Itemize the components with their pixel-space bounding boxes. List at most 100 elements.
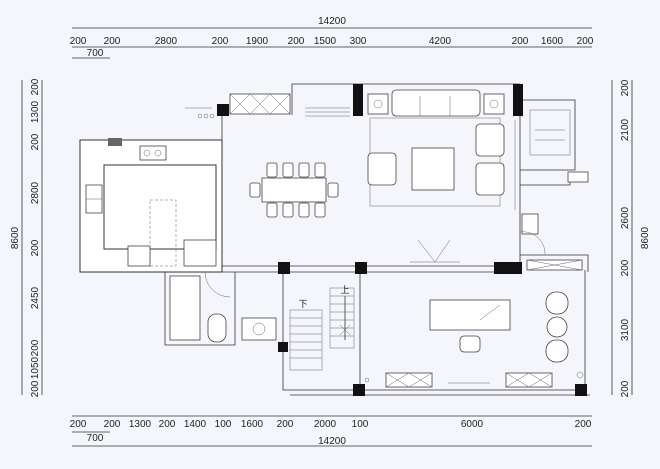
right-ledge <box>520 175 571 186</box>
chair-icon <box>298 202 310 218</box>
column <box>278 342 288 352</box>
column <box>513 84 523 116</box>
bottom-dim-2: 200 <box>104 419 121 430</box>
left-dim-9: 200 <box>30 380 41 397</box>
living-inner-line <box>221 265 520 272</box>
top-dim-7: 1500 <box>314 36 337 47</box>
chair-icon <box>314 162 326 178</box>
bottom-dim-3: 1300 <box>129 419 152 430</box>
cooktop-icon <box>139 145 167 161</box>
bottom-dim-1: 200 <box>70 419 87 430</box>
bottom-dim-5: 1400 <box>184 419 207 430</box>
toilet-icon <box>521 213 539 235</box>
study <box>364 259 584 388</box>
coffee-table-icon <box>411 147 455 191</box>
right-dim-5: 3100 <box>620 318 631 341</box>
left-dim-7: 200 <box>30 339 41 356</box>
island-outline <box>149 199 177 267</box>
right-dim-2: 2100 <box>620 118 631 141</box>
left-dim-5: 200 <box>30 239 41 256</box>
stair-up-label: 上 <box>340 285 349 295</box>
desk-chair-icon <box>459 335 481 353</box>
top-dim-9: 4200 <box>429 36 452 47</box>
chair-icon <box>282 162 294 178</box>
desk-icon <box>429 299 511 331</box>
walls <box>79 83 590 396</box>
dining <box>249 162 339 218</box>
top-dim-12: 200 <box>577 36 594 47</box>
armchair-icon <box>545 339 569 363</box>
column <box>494 262 522 274</box>
chair-icon <box>266 162 278 178</box>
living-boundary <box>221 83 521 273</box>
top-total-dimension: 14200 <box>318 16 346 27</box>
right-dim-6: 200 <box>620 380 631 397</box>
chair-icon <box>249 182 261 198</box>
bottom-dim-8: 200 <box>277 419 294 430</box>
top-dim-8: 300 <box>350 36 367 47</box>
right-lower-wall <box>520 254 589 272</box>
bottom-dim-12: 200 <box>575 419 592 430</box>
right-dim-3: 2600 <box>620 206 631 229</box>
top-dim-2: 200 <box>104 36 121 47</box>
stair-flight-down <box>289 309 323 371</box>
right-dimensions: 200 2100 2600 200 3100 200 8600 <box>611 79 651 397</box>
chair-icon <box>282 202 294 218</box>
outlet-icon <box>567 171 589 183</box>
armchair-icon <box>475 162 505 196</box>
bottom-dim-6: 100 <box>215 419 232 430</box>
bottom-total-dimension: 14200 <box>318 436 346 447</box>
door-swing-icon <box>519 231 546 256</box>
right-dim-4: 200 <box>620 259 631 276</box>
armchair-icon <box>367 152 397 186</box>
column <box>108 138 122 146</box>
top-dim-11: 1600 <box>541 36 564 47</box>
top-dim-5: 1900 <box>246 36 269 47</box>
column <box>217 104 229 116</box>
wardrobe-icon <box>385 372 433 388</box>
side-table-icon <box>483 93 505 115</box>
stair-flight-up <box>329 287 355 349</box>
right-dim-1: 200 <box>620 79 631 96</box>
dining-table-icon <box>261 177 327 203</box>
armchair-icon <box>545 291 569 315</box>
right-balcony-wall <box>520 99 576 171</box>
right-total-dimension: 8600 <box>640 226 651 249</box>
toilet-icon <box>207 313 227 343</box>
column <box>575 384 587 396</box>
left-dimensions: 8600 200 1300 200 2800 200 2450 200 1050… <box>10 78 43 397</box>
chair-icon <box>298 162 310 178</box>
left-dim-1: 200 <box>30 78 41 95</box>
top-dim-1: 200 <box>70 36 87 47</box>
top-dim-3: 2800 <box>155 36 178 47</box>
left-dim-4: 2800 <box>30 181 41 204</box>
bottom-dim-4: 200 <box>159 419 176 430</box>
tv-icon <box>417 239 451 263</box>
column <box>355 262 367 274</box>
bottom-dim-10: 100 <box>352 419 369 430</box>
columns <box>108 84 587 396</box>
staircase: 下 上 <box>289 285 355 371</box>
top-dim-10: 200 <box>512 36 529 47</box>
chair-icon <box>314 202 326 218</box>
top-sub-dimension: 700 <box>87 48 104 59</box>
sofa-icon <box>391 89 481 117</box>
armchair-icon <box>475 123 505 157</box>
top-cabinets <box>185 93 350 119</box>
door-swing-icon <box>204 271 231 298</box>
wardrobe-icon <box>505 372 553 388</box>
basin-icon <box>241 317 277 341</box>
bottom-dim-11: 6000 <box>461 419 484 430</box>
top-dim-6: 200 <box>288 36 305 47</box>
top-dimensions: 14200 200 200 2800 200 1900 200 1500 300… <box>70 16 594 59</box>
side-table-icon <box>367 93 389 115</box>
bathtub-icon <box>169 275 201 341</box>
living-room <box>367 89 505 263</box>
left-dim-3: 200 <box>30 133 41 150</box>
bottom-dim-9: 2000 <box>314 419 337 430</box>
round-table-icon <box>546 316 568 338</box>
bottom-dimensions: 200 200 1300 200 1400 100 1600 200 2000 … <box>70 415 592 447</box>
top-dim-4: 200 <box>212 36 229 47</box>
balcony-steps <box>529 109 571 156</box>
